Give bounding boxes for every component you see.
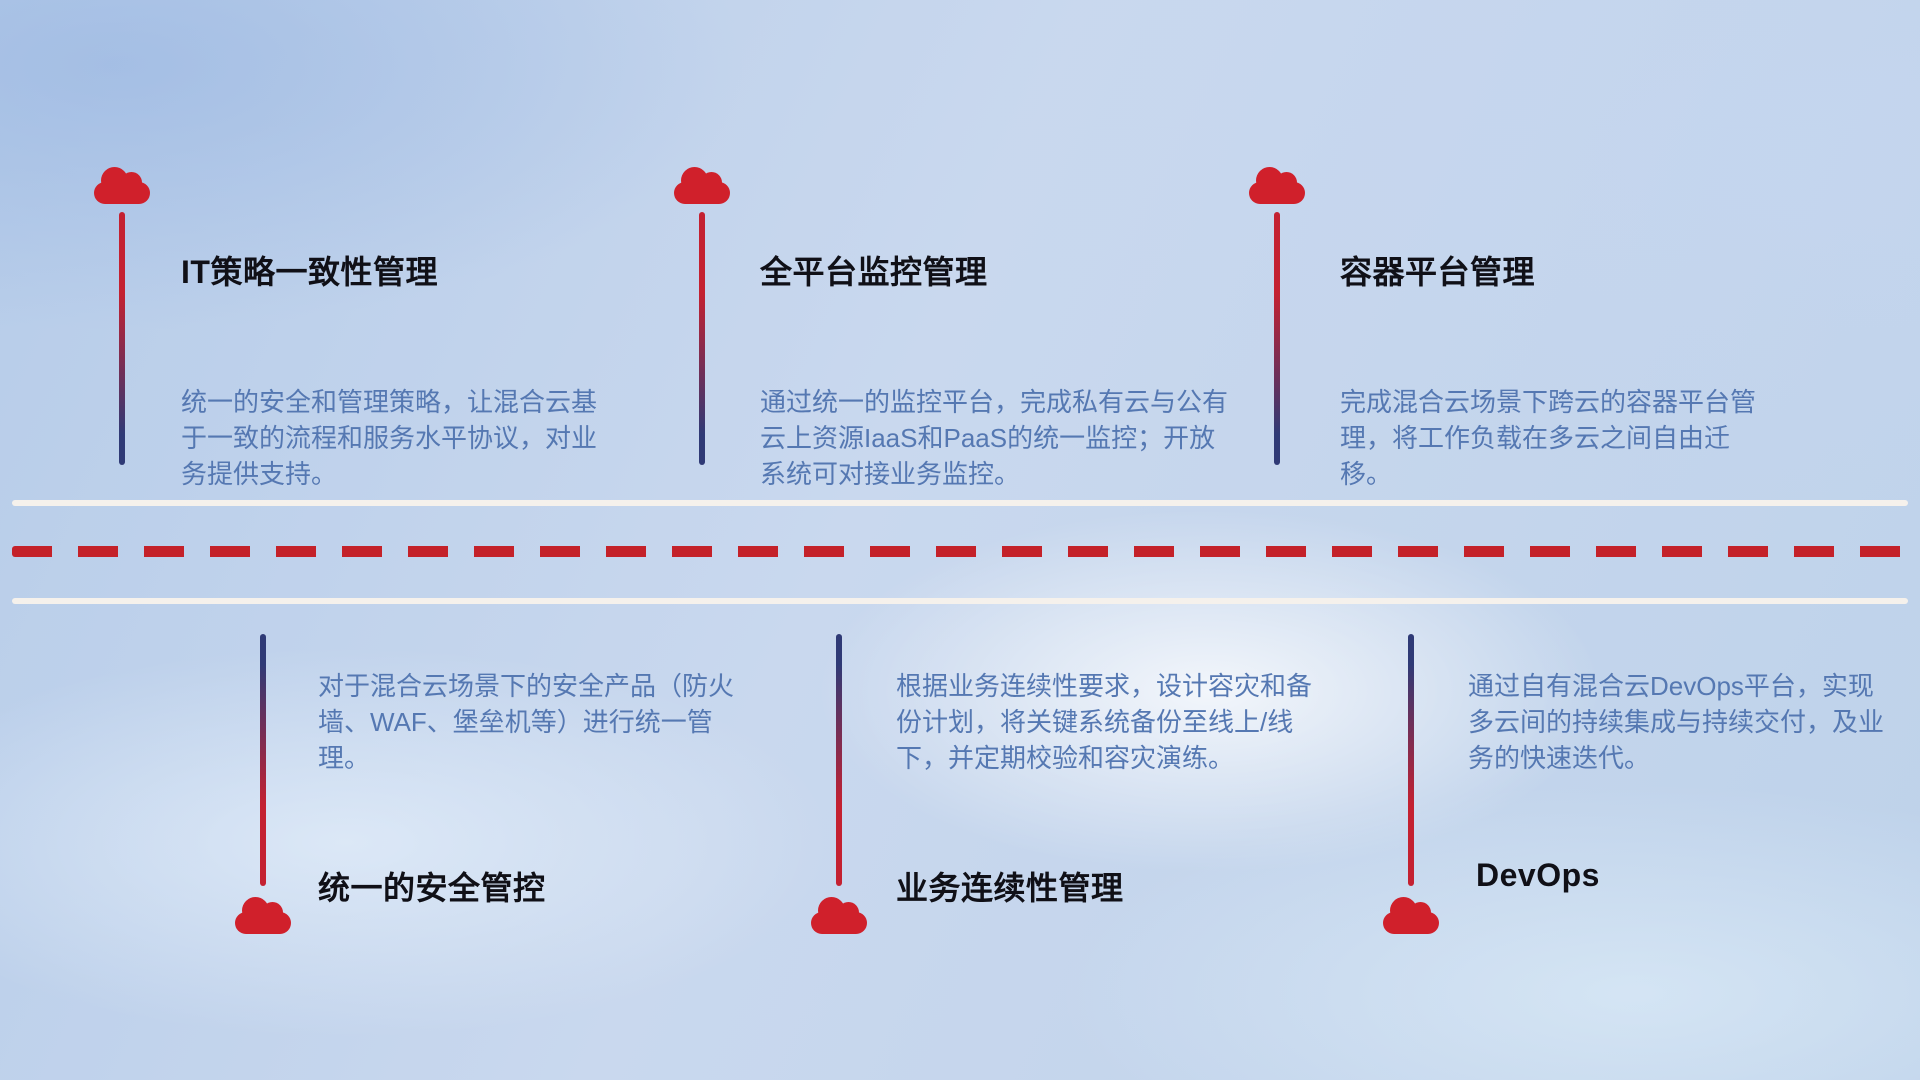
cloud-icon [94,166,150,206]
item-description: 根据业务连续性要求，设计容灾和备份计划，将关键系统备份至线上/线下，并定期校验和… [896,671,1313,773]
connector-line [1408,634,1414,886]
item-title: IT策略一致性管理 [181,253,438,290]
connector-line [699,212,705,465]
cloud-icon [1383,896,1439,936]
connector-line [1274,212,1280,465]
cloud-icon-base [235,912,291,934]
divider-dashed-red-line [12,546,1908,557]
connector-line [119,212,125,465]
divider-white-line-top [12,500,1908,506]
item-title: 业务连续性管理 [896,869,1124,906]
divider-white-line-bottom [12,598,1908,604]
item-title: 全平台监控管理 [760,253,988,290]
item-description: 通过自有混合云DevOps平台，实现多云间的持续集成与持续交付，及业务的快速迭代… [1468,671,1885,773]
connector-line [260,634,266,886]
cloud-icon-base [1383,912,1439,934]
cloud-icon [811,896,867,936]
connector-line [836,634,842,886]
item-title: DevOps [1476,856,1600,893]
item-description: 完成混合云场景下跨云的容器平台管理，将工作负载在多云之间自由迁移。 [1340,387,1757,489]
cloud-icon-base [674,182,730,204]
cloud-icon [674,166,730,206]
cloud-icon-base [811,912,867,934]
cloud-icon [1249,166,1305,206]
item-description: 通过统一的监控平台，完成私有云与公有云上资源IaaS和PaaS的统一监控；开放系… [760,387,1229,489]
cloud-icon-base [1249,182,1305,204]
cloud-icon [235,896,291,936]
item-title: 容器平台管理 [1340,253,1536,290]
item-description: 对于混合云场景下的安全产品（防火墙、WAF、堡垒机等）进行统一管理。 [318,671,735,773]
cloud-icon-base [94,182,150,204]
item-title: 统一的安全管控 [318,869,546,906]
item-description: 统一的安全和管理策略，让混合云基于一致的流程和服务水平协议，对业务提供支持。 [181,387,598,489]
